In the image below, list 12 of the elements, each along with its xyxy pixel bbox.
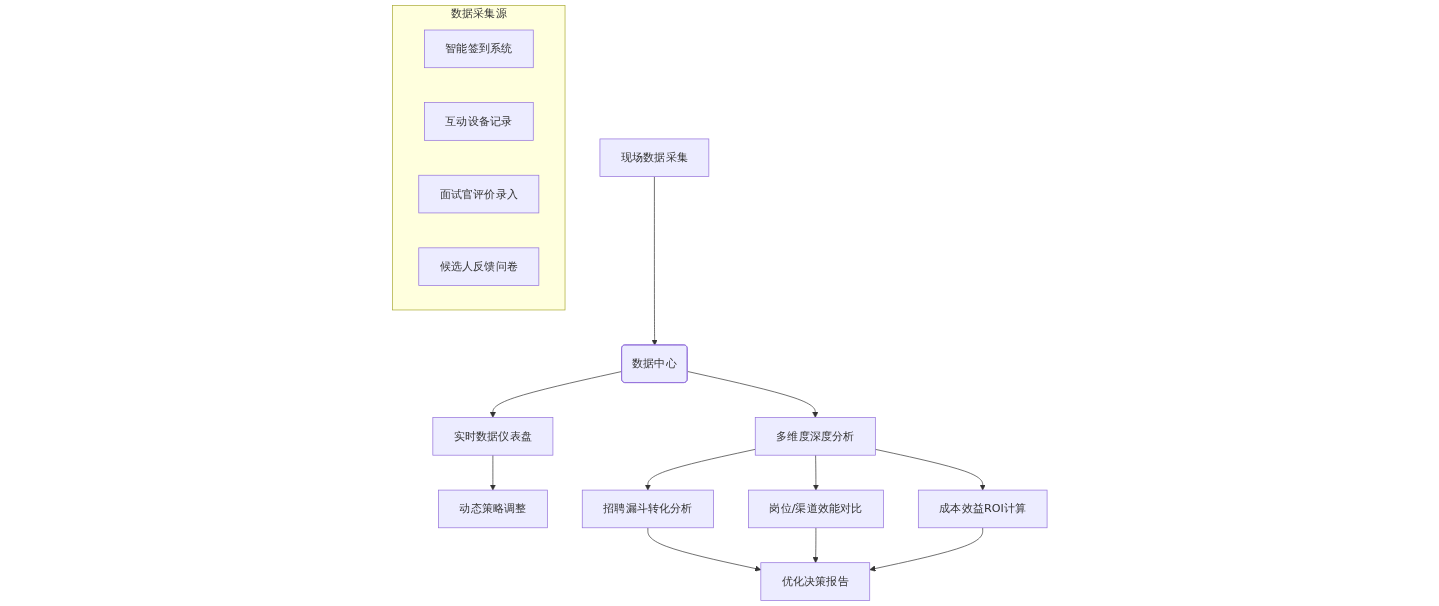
node-box: 动态策略调整: [437, 489, 548, 529]
node-box: 候选人反馈问卷: [418, 247, 539, 286]
node-box: 面试官评价录入: [418, 174, 539, 214]
node-box: 实时数据仪表盘: [432, 417, 553, 456]
node-box: 智能签到系统: [423, 29, 534, 69]
node-box: 成本效益ROI计算: [917, 489, 1048, 529]
node-box: 优化决策报告: [760, 562, 870, 601]
node-box: 多维度深度分析: [754, 417, 876, 456]
node-box: 互动设备记录: [423, 102, 534, 141]
node-box: 岗位/渠道效能对比: [747, 489, 884, 529]
node-box: 现场数据采集: [599, 138, 709, 177]
node-box: 招聘漏斗转化分析: [581, 489, 714, 529]
